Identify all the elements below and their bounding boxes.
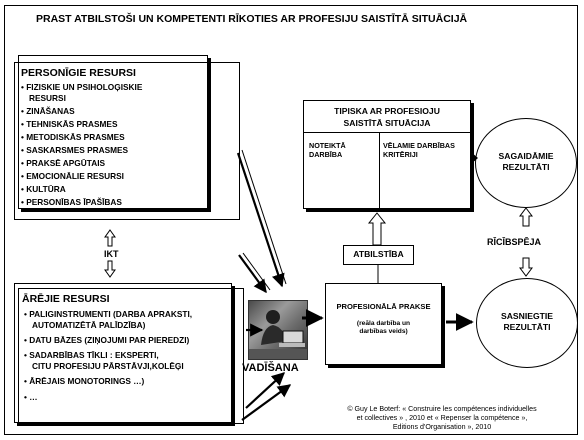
external-resources-inner [18,288,244,424]
arrow-ikt-to-photo [238,254,267,294]
situation-box [303,100,471,209]
list-item: • SASKARSMES PRASMES [21,145,129,155]
arrow-external-to-photo-3 [241,384,292,421]
defined-activity-label: NOTEIKTĀ DARBĪBA [309,141,346,159]
ikt-arrow-bottom [104,260,116,278]
desired-criteria-label: VĒLAMIE DARBĪBAS KRITĒRIJI [383,141,455,159]
citation-line: © Guy Le Boterf: « Construire les compét… [347,405,537,413]
list-item: • ZINĀŠANAS [21,106,75,116]
personal-resources-inner [14,62,240,220]
professional-practice-sub: (reāla darbība un darbības veids) [356,320,411,335]
list-item: CITU PROFESIJU PĀRSTĀVJI,KOLĒĢI [32,361,184,371]
achieved-results-label: SASNIEGTIE REZULTĀTI [500,311,554,332]
list-item: • PRAKSĒ APGŪTAIS [21,158,106,168]
external-resources-box [14,283,232,423]
expected-results-label: SAGAIDĀMIE REZULTĀTI [498,151,554,172]
citation-line: Editions d'Organisation », 2010 [392,423,492,431]
list-item: • FIZISKIE UN PSIHOLOĢISKIE [21,82,143,92]
arrow-personal-to-photo-2 [241,149,287,285]
list-item: • DATU BĀZES (ZIŅOJUMI PAR PIEREDZI) [24,335,190,345]
list-item: • ĀRĒJAIS MONOTORINGS …) [24,376,145,386]
external-resources-list: • PALIGINSTRUMENTI (DARBA APRAKSTI, AUTO… [24,309,192,403]
professional-practice-heading: PROFESIONĀLĀ PRAKSE [336,302,431,311]
situation-column-divider [379,132,380,209]
external-resources-heading: ĀRĒJIE RESURSI [22,293,110,305]
arrow-external-to-photo-2 [245,372,285,409]
ricibspeja-up-arrow [519,207,533,227]
list-item: • … [24,392,38,402]
slide-title: PRAST ATBILSTOŠI UN KOMPETENTI RĪKOTIES … [36,13,468,25]
citation: © Guy Le Boterf: « Construire les compét… [300,405,584,432]
professional-practice-box [325,283,442,365]
ricibspeja-down-arrow [519,257,533,277]
person-at-desk-icon [249,310,307,359]
situation-divider [303,132,471,133]
arrow-ikt-to-photo-2 [242,252,271,291]
atbilstiba-up-arrow [367,212,387,246]
list-item: • KULTŪRA [21,184,66,194]
personal-resources-heading: PERSONĪGIE RESURSI [21,67,136,79]
personal-resources-box [18,55,208,209]
arrow-situation-to-expected-head [471,152,478,164]
situation-heading-line2: SAISTĪTĀ SITUĀCIJA [343,118,431,128]
ricibspeja-label: RĪCĪBSPĒJA [487,237,542,247]
list-item: • PERSONĪBAS ĪPAŠĪBAS [21,197,122,207]
ikt-arrow-top [104,229,116,247]
list-item: • TEHNISKĀS PRASMES [21,119,118,129]
citation-line: et collectives » , 2010 et « Repenser la… [356,414,528,422]
situation-heading-line1: TIPISKA AR PROFESIOJU [334,106,440,116]
slide-frame [4,5,578,435]
arrow-personal-to-photo [236,152,285,288]
list-item: • SADARBĪBAS TĪKLI : EKSPERTI, [24,350,159,360]
atbilstiba-label: ATBILSTĪBA [353,249,404,259]
list-item: • EMOCIONĀLIE RESURSI [21,171,124,181]
vadisana-label: VADĪŠANA [242,362,299,374]
ikt-label: IKT [104,249,119,259]
list-item: AUTOMATIZĒTĀ PALĪDZĪBA) [32,320,146,330]
list-item: • PALIGINSTRUMENTI (DARBA APRAKSTI, [24,309,193,319]
personal-resources-list: • FIZISKIE UN PSIHOLOĢISKIE RESURSI • ZI… [21,82,142,208]
list-item: • METODISKĀS PRASMES [21,132,125,142]
achieved-results-ellipse [476,278,578,368]
list-item: RESURSI [29,93,66,103]
